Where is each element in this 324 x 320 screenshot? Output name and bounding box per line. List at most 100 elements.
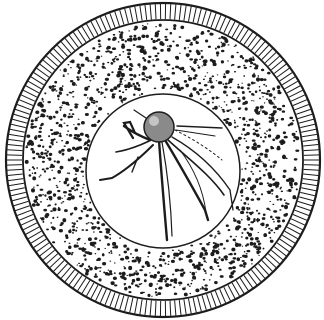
- cytoplasm-granule: [111, 71, 113, 73]
- cytoplasm-granule: [267, 90, 270, 93]
- cytoplasm-granule: [50, 222, 52, 224]
- cytoplasm-granule: [280, 187, 282, 189]
- cytoplasm-granule: [245, 151, 247, 153]
- cytoplasm-granule: [250, 62, 253, 64]
- cytoplasm-granule: [232, 64, 235, 66]
- cytoplasm-granule: [40, 175, 42, 176]
- cytoplasm-granule: [96, 89, 98, 91]
- cytoplasm-granule: [260, 109, 261, 111]
- cytoplasm-granule: [48, 116, 52, 120]
- cytoplasm-granule: [95, 273, 97, 275]
- cytoplasm-granule: [49, 145, 52, 148]
- cytoplasm-granule: [112, 95, 116, 98]
- cytoplasm-granule: [148, 77, 150, 78]
- cytoplasm-granule: [272, 87, 275, 90]
- cytoplasm-granule: [225, 83, 228, 85]
- cytoplasm-granule: [267, 182, 269, 184]
- cytoplasm-granule: [157, 72, 161, 75]
- cytoplasm-granule: [43, 209, 47, 212]
- cytoplasm-granule: [263, 233, 267, 237]
- cytoplasm-granule: [52, 143, 54, 145]
- cytoplasm-granule: [107, 273, 110, 276]
- cytoplasm-granule: [216, 80, 217, 81]
- cytoplasm-granule: [155, 26, 157, 27]
- cytoplasm-granule: [151, 38, 153, 40]
- cytoplasm-granule: [110, 260, 111, 261]
- cytoplasm-granule: [243, 262, 247, 265]
- cytoplasm-granule: [72, 82, 76, 86]
- cytoplasm-granule: [261, 92, 264, 94]
- cytoplasm-granule: [219, 243, 223, 246]
- cytoplasm-granule: [292, 133, 296, 136]
- cytoplasm-granule: [110, 250, 112, 252]
- cytoplasm-granule: [108, 269, 109, 270]
- cytoplasm-granule: [85, 229, 88, 231]
- cytoplasm-granule: [258, 232, 260, 233]
- cytoplasm-granule: [203, 94, 205, 95]
- cytoplasm-granule: [44, 152, 48, 154]
- cytoplasm-granule: [167, 255, 170, 258]
- cytoplasm-granule: [224, 40, 227, 42]
- cytoplasm-granule: [255, 130, 259, 132]
- cytoplasm-granule: [113, 34, 116, 36]
- cytoplasm-granule: [276, 119, 278, 121]
- cytoplasm-granule: [162, 86, 165, 89]
- cytoplasm-granule: [252, 58, 255, 61]
- cytoplasm-granule: [62, 85, 64, 87]
- cytoplasm-granule: [50, 129, 53, 131]
- cytoplasm-granule: [231, 112, 233, 113]
- cytoplasm-granule: [32, 172, 34, 173]
- cytoplasm-granule: [259, 86, 261, 88]
- cytoplasm-granule: [99, 270, 101, 272]
- cytoplasm-granule: [267, 72, 271, 75]
- cytoplasm-granule: [221, 46, 223, 48]
- cytoplasm-granule: [167, 69, 169, 70]
- cytoplasm-granule: [78, 248, 82, 250]
- cytoplasm-granule: [86, 76, 88, 77]
- cytoplasm-granule: [244, 168, 246, 170]
- cytoplasm-granule: [226, 104, 228, 106]
- cytoplasm-granule: [255, 106, 259, 109]
- cytoplasm-granule: [236, 52, 238, 54]
- cytoplasm-granule: [88, 139, 90, 140]
- cytoplasm-granule: [48, 135, 50, 137]
- cytoplasm-granule: [277, 220, 281, 223]
- cytoplasm-granule: [274, 99, 275, 100]
- cytoplasm-granule: [120, 31, 123, 34]
- cytoplasm-granule: [223, 256, 226, 259]
- cytoplasm-granule: [64, 145, 66, 147]
- cytoplasm-granule: [246, 250, 250, 252]
- cytoplasm-granule: [85, 113, 89, 116]
- cytoplasm-granule: [131, 282, 133, 285]
- cytoplasm-granule: [41, 98, 43, 100]
- cytoplasm-granule: [255, 178, 259, 180]
- cytoplasm-granule: [88, 237, 92, 241]
- cytoplasm-granule: [102, 63, 104, 66]
- cytoplasm-granule: [90, 60, 93, 62]
- cytoplasm-granule: [167, 64, 171, 66]
- cytoplasm-granule: [262, 217, 266, 220]
- cytoplasm-granule: [120, 258, 122, 259]
- cytoplasm-granule: [41, 109, 45, 112]
- cytoplasm-granule: [65, 178, 69, 182]
- cytoplasm-granule: [261, 69, 264, 72]
- cytoplasm-granule: [145, 263, 147, 265]
- cytoplasm-granule: [265, 169, 267, 171]
- cytoplasm-granule: [228, 254, 231, 256]
- cytoplasm-granule: [172, 250, 174, 252]
- cytoplasm-granule: [45, 213, 49, 216]
- cytoplasm-granule: [214, 250, 216, 252]
- cytoplasm-granule: [237, 125, 239, 127]
- cytoplasm-granule: [83, 201, 85, 202]
- cytoplasm-granule: [155, 32, 159, 37]
- cytoplasm-granule: [205, 76, 206, 77]
- cytoplasm-granule: [63, 123, 65, 124]
- cytoplasm-granule: [68, 246, 71, 250]
- cytoplasm-granule: [240, 87, 243, 90]
- cytoplasm-granule: [89, 202, 91, 204]
- cytoplasm-granule: [144, 75, 146, 77]
- cytoplasm-granule: [241, 178, 245, 182]
- cytoplasm-granule: [258, 255, 260, 256]
- cytoplasm-granule: [121, 39, 124, 41]
- cytoplasm-granule: [119, 31, 121, 33]
